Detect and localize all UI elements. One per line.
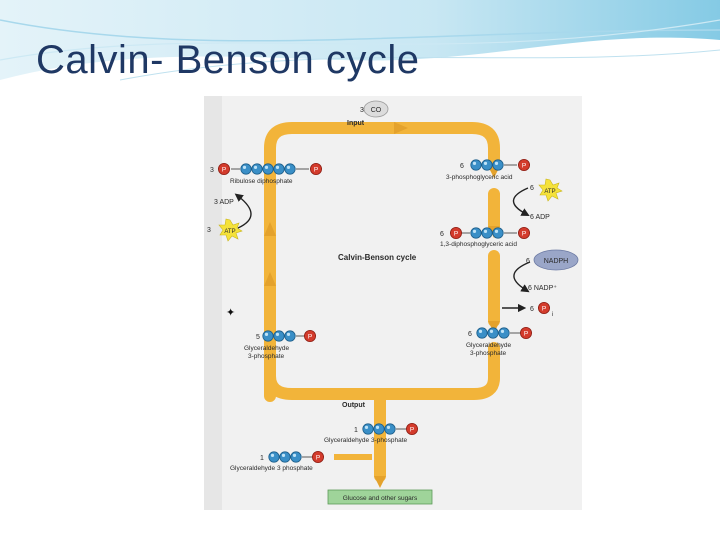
bpg-name: 1,3-diphosphoglyceric acid [440,241,517,248]
nadph-text: NADPH [544,258,569,265]
ribulose-diphosphate: 3 Ribulose diphosphate [210,162,323,185]
nadph-count: 6 [526,258,530,265]
cycle-center-label: Calvin-Benson cycle [338,253,417,262]
bpg-count: 6 [440,231,444,238]
svg-text:✦: ✦ [226,307,235,319]
pi-count: 6 [530,306,534,313]
glucose-text: Glucose and other sugars [343,495,418,502]
right-atp-curve [512,187,530,216]
output-g3p: 1 Glyceraldehyde 3-phosphate [324,422,419,444]
nadp-label: 6 NADP⁺ [528,285,557,292]
calvin-cycle-diagram: P 3 CO Input 3 [204,96,582,510]
rubp-name: Ribulose diphosphate [230,178,293,185]
left-adp-label: 3 ADP [214,199,234,206]
pi-suffix: i [552,312,553,318]
left-atp-burst: ATP [218,218,243,242]
output-label: Output [342,402,366,409]
glucose-output-box: Glucose and other sugars [327,489,433,505]
nadph-oval: NADPH [533,249,579,271]
left-g3p-count: 5 [256,334,260,341]
second-g3p-count: 1 [260,455,264,462]
output-g3p-count: 1 [354,427,358,434]
right-g3p-name-1: Glyceraldehyde [466,342,512,349]
input-label: Input [347,120,365,127]
right-atp-burst: ATP [538,178,563,202]
left-atp-count: 3 [207,227,211,234]
left-atp-text: ATP [224,229,235,235]
left-atp-curve [234,193,252,229]
co2-molecule: CO [371,107,382,114]
co2-count: 3 [360,107,364,114]
output-g3p-name: Glyceraldehyde 3-phosphate [324,437,407,444]
right-g3p: 6 Glyceraldehyde 3-phosphate [466,326,533,357]
phosphoglyceric-acid: 6 3-phosphoglyceric acid [446,158,531,181]
slide-title: Calvin- Benson cycle [36,38,420,82]
right-atp-text: ATP [544,189,555,195]
pga-count: 6 [460,163,464,170]
left-g3p: 5 Glyceraldehyde 3-phosphate [244,329,317,360]
pga-name: 3-phosphoglyceric acid [446,174,513,181]
right-atp-count: 6 [530,185,534,192]
second-g3p: 1 Glyceraldehyde 3 phosphate [230,450,325,472]
cycle-loop-arrows [264,122,500,482]
right-adp-label: 6 ADP [530,214,550,221]
figure-paper [204,96,582,510]
left-g3p-name-1: Glyceraldehyde [244,345,290,352]
second-g3p-name: Glyceraldehyde 3 phosphate [230,465,313,472]
right-g3p-name-2: 3-phosphate [470,350,507,357]
nadph-curve [513,261,531,293]
left-g3p-name-2: 3-phosphate [248,353,285,360]
header-wave-decoration [0,0,720,80]
co2-input: 3 CO Input [347,100,389,127]
diphosphoglyceric-acid: 6 1,3-diphosphoglyceric acid [440,226,531,248]
rubp-count: 3 [210,167,214,174]
right-g3p-count: 6 [468,331,472,338]
